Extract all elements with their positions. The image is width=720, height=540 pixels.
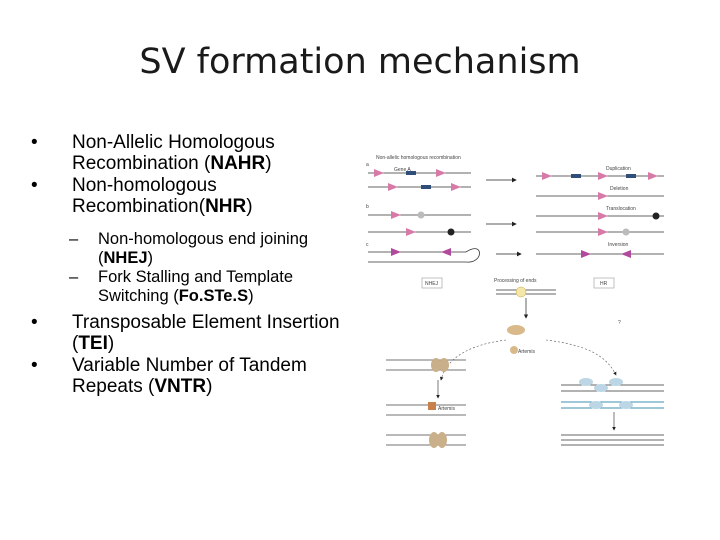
nhej-box-label: NHEJ [425, 281, 439, 287]
bullet-text-end: ) [147, 248, 154, 267]
sub-bullet-nhej: – Non-homologous end joining (NHEJ) [28, 230, 358, 267]
bullet-text: Non-homologous Recombination( [72, 175, 217, 217]
bullet-nahr: • Non-Allelic Homologous Recombination (… [28, 132, 358, 174]
processing-label: Processing of ends [494, 278, 537, 284]
bullet-text: Variable Number of Tandem Repeats ( [72, 355, 307, 397]
panel-a-lines: Duplication Deletion [368, 166, 664, 200]
bullet-text: Fork Stalling and Template Switching ( [98, 268, 294, 305]
bullet-text-end: ) [206, 376, 213, 397]
sub-bullet-fostes: – Fork Stalling and Template Switching (… [28, 268, 358, 305]
repair-pathways: Processing of ends NHEJ HR Artemis ? Art… [386, 277, 664, 448]
bullet-list: • Non-Allelic Homologous Recombination (… [28, 132, 358, 398]
slide-title: SV formation mechanism [139, 42, 581, 82]
hr-box-label: HR [600, 281, 608, 287]
bullet-text: Non-Allelic Homologous Recombination ( [72, 132, 275, 174]
bullet-text-end: ) [248, 286, 254, 305]
bullet-text: Non-homologous end joining ( [98, 230, 309, 267]
bullet-text-end: ) [107, 333, 115, 354]
dash-mark: – [69, 230, 79, 248]
figure-header: Non-allelic homologous recombination [376, 155, 461, 161]
panel-a-label: a [366, 162, 369, 168]
deletion-label: Deletion [610, 186, 629, 192]
bullet-abbrev: VNTR [154, 376, 207, 397]
panel-c-label: c [366, 242, 369, 248]
panel-b-lines: b Translocation [366, 204, 664, 236]
sv-mechanism-figure: Non-allelic homologous recombination a G… [366, 140, 666, 456]
bullet-abbrev: NHR [205, 196, 247, 217]
bullet-abbrev: Fo.STe.S [178, 286, 249, 305]
translocation-label: Translocation [606, 206, 636, 212]
bullet-abbrev: NHEJ [103, 248, 148, 267]
bullet-abbrev: TEI [78, 333, 108, 354]
bullet-mark: • [31, 312, 38, 333]
bullet-tei: • Transposable Element Insertion (TEI) [28, 312, 358, 354]
bullet-mark: • [31, 175, 38, 196]
artemis-label-2: Artemis [438, 406, 455, 412]
bullet-vntr: • Variable Number of Tandem Repeats (VNT… [28, 355, 358, 397]
artemis-label-1: Artemis [518, 349, 535, 355]
duplication-label: Duplication [606, 166, 631, 172]
bullet-text-end: ) [246, 196, 253, 217]
panel-b-label: b [366, 204, 369, 210]
question-mark: ? [618, 320, 621, 326]
bullet-text-end: ) [265, 153, 272, 174]
panel-c-lines: c Inversion [366, 242, 664, 263]
bullet-mark: • [31, 132, 38, 153]
inversion-label: Inversion [608, 242, 629, 248]
bullet-abbrev: NAHR [210, 153, 266, 174]
bullet-mark: • [31, 355, 38, 376]
gene-a-label: Gene A [394, 167, 411, 173]
dash-mark: – [69, 268, 79, 286]
bullet-text: Transposable Element Insertion ( [72, 312, 340, 354]
bullet-nhr: • Non-homologous Recombination(NHR) [28, 175, 358, 217]
